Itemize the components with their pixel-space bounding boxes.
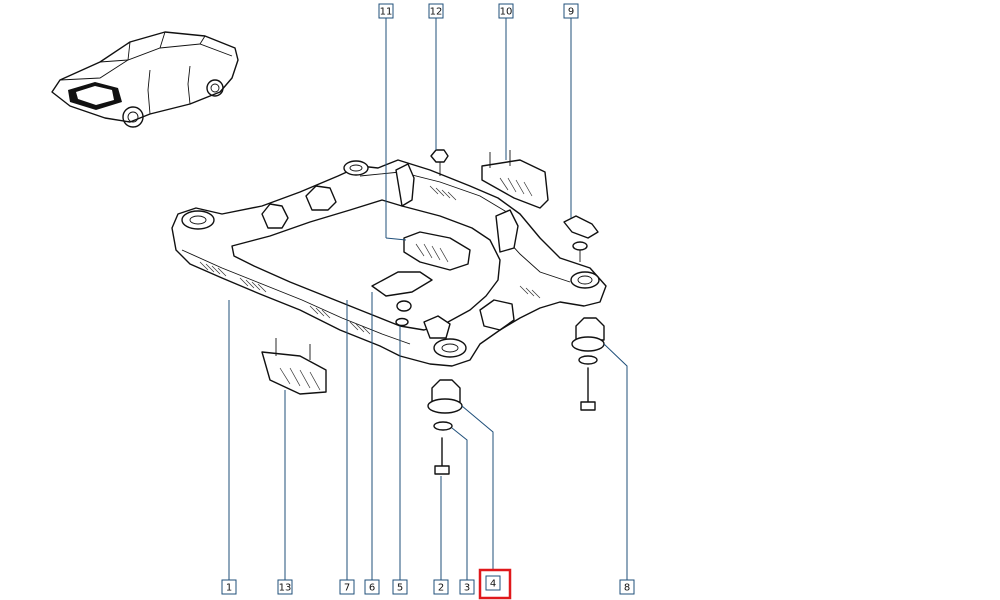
svg-text:10: 10 bbox=[500, 7, 513, 18]
callout-6: 6 bbox=[364, 579, 380, 595]
svg-text:8: 8 bbox=[624, 583, 630, 594]
part-10-bracket bbox=[481, 150, 549, 209]
callout-4-highlight-frame bbox=[478, 568, 512, 600]
callout-5: 5 bbox=[392, 579, 408, 595]
subframe-cradle bbox=[171, 159, 607, 367]
callout-1: 1 bbox=[221, 579, 237, 595]
callout-13: 13 bbox=[277, 579, 293, 595]
callout-9: 9 bbox=[563, 3, 579, 19]
callout-10: 10 bbox=[498, 3, 514, 19]
svg-text:1: 1 bbox=[226, 583, 232, 594]
car-thumbnail bbox=[51, 31, 239, 128]
callout-11: 11 bbox=[378, 3, 394, 19]
svg-text:13: 13 bbox=[279, 583, 292, 594]
callout-2: 2 bbox=[433, 579, 449, 595]
svg-text:9: 9 bbox=[568, 7, 574, 18]
callout-4-highlighted: 4 bbox=[478, 568, 512, 600]
callout-8: 8 bbox=[619, 579, 635, 595]
part-4-mount-stack bbox=[427, 379, 463, 475]
svg-text:4: 4 bbox=[490, 579, 496, 590]
leader-lines bbox=[228, 18, 628, 580]
part-9-clip bbox=[563, 215, 599, 262]
svg-text:11: 11 bbox=[380, 7, 393, 18]
part-13-bracket bbox=[261, 338, 327, 395]
svg-text:6: 6 bbox=[369, 583, 375, 594]
svg-text:2: 2 bbox=[438, 583, 444, 594]
svg-text:12: 12 bbox=[430, 7, 443, 18]
part-8-mount-stack bbox=[571, 317, 605, 411]
callout-3: 3 bbox=[459, 579, 475, 595]
callout-12: 12 bbox=[428, 3, 444, 19]
svg-text:3: 3 bbox=[464, 583, 470, 594]
callout-7: 7 bbox=[339, 579, 355, 595]
svg-text:7: 7 bbox=[344, 583, 350, 594]
svg-text:5: 5 bbox=[397, 583, 403, 594]
part-12-nut bbox=[430, 149, 449, 176]
